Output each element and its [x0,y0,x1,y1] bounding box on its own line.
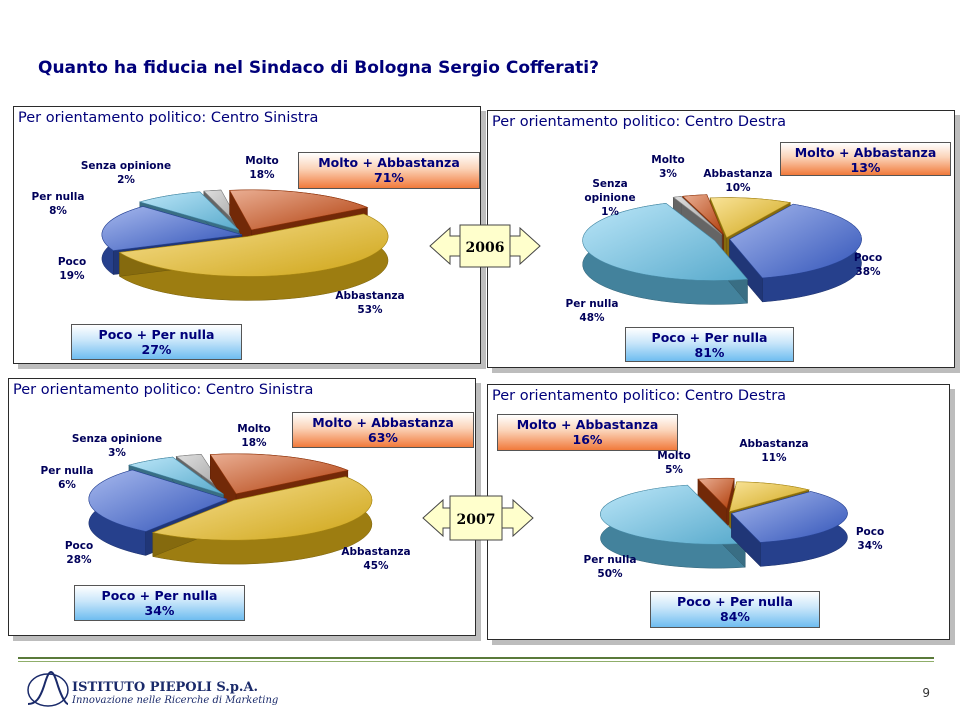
positive-sum-value: 63% [368,430,398,445]
pie-slice-per-nulla [600,484,746,569]
negative-sum-box: Poco + Per nulla 84% [650,591,820,628]
company-name: ISTITUTO PIEPOLI S.p.A. [72,680,259,695]
negative-sum-label: Poco + Per nulla [101,588,218,603]
negative-sum-label: Poco + Per nulla [651,330,768,345]
year-2006-arrow: 2006 [428,222,542,274]
negative-sum-value: 84% [720,609,750,624]
pie-slice-molto [697,477,735,533]
pie-slice-poco [730,491,848,568]
negative-sum-value: 34% [144,603,175,618]
negative-sum-label: Poco + Per nulla [677,594,793,609]
negative-sum-value: 81% [694,345,725,360]
positive-sum-label: Molto + Abbastanza [312,415,454,430]
positive-sum-box: Molto + Abbastanza 13% [780,142,951,176]
panel-title: Per orientamento politico: Centro Sinist… [13,382,314,398]
positive-sum-value: 71% [374,170,404,185]
panel-title: Per orientamento politico: Centro Sinist… [18,110,319,126]
positive-sum-label: Molto + Abbastanza [794,145,937,160]
positive-sum-value: 13% [850,160,881,175]
company-tagline: Innovazione nelle Ricerche di Marketing [72,695,279,706]
footer-divider [18,661,934,662]
page-number: 9 [922,686,930,700]
positive-sum-box: Molto + Abbastanza 63% [292,412,474,448]
panel-2006-centro-sinistra: Per orientamento politico: Centro Sinist… [13,106,481,364]
year-label: 2006 [466,240,505,256]
page-title: Quanto ha fiducia nel Sindaco di Bologna… [38,58,599,78]
year-2007-arrow: 2007 [421,494,535,546]
positive-sum-value: 16% [572,432,603,447]
year-label: 2007 [457,512,496,528]
panel-2007-centro-destra: Per orientamento politico: Centro Destra… [487,384,950,640]
panel-2006-centro-destra: Per orientamento politico: Centro Destra… [487,110,955,368]
panel-2007-centro-sinistra: Per orientamento politico: Centro Sinist… [8,378,476,636]
negative-sum-label: Poco + Per nulla [98,327,215,342]
negative-sum-box: Poco + Per nulla 34% [74,585,245,621]
footer-divider [18,657,934,659]
negative-sum-value: 27% [141,342,172,357]
positive-sum-box: Molto + Abbastanza 16% [497,414,678,451]
panel-title: Per orientamento politico: Centro Destra [492,114,787,130]
negative-sum-box: Poco + Per nulla 27% [71,324,242,360]
pie-slice-per-nulla [582,202,749,305]
pie-slice-abbastanza [151,476,373,565]
bell-curve-logo-icon [27,670,69,707]
negative-sum-box: Poco + Per nulla 81% [625,327,794,362]
positive-sum-label: Molto + Abbastanza [318,155,460,170]
pie-slice-abbastanza [118,213,389,301]
positive-sum-label: Molto + Abbastanza [516,417,659,432]
pie-slice-poco [729,203,862,303]
panel-title: Per orientamento politico: Centro Destra [492,388,787,404]
positive-sum-box: Molto + Abbastanza 71% [298,152,480,189]
